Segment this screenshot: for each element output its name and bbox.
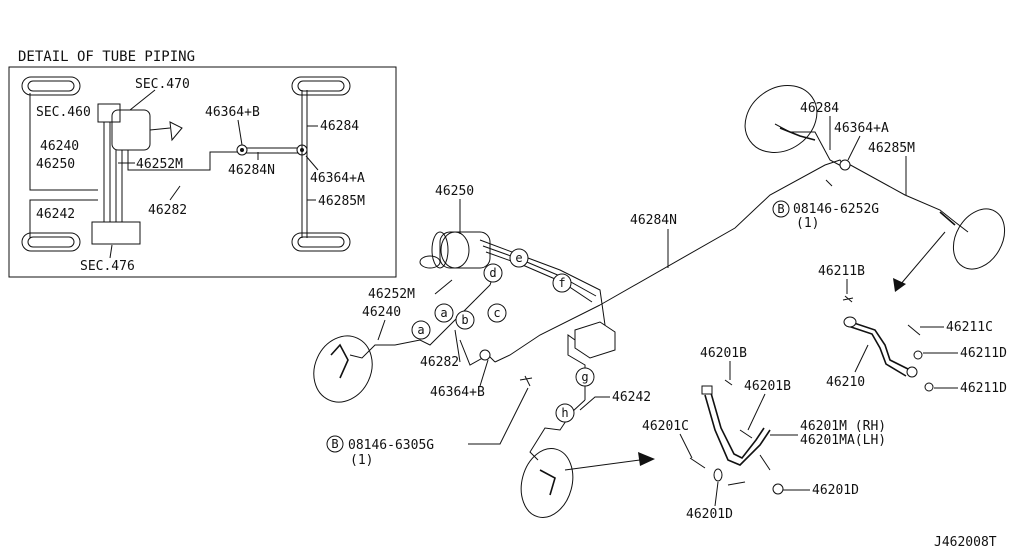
- label-46201b-1: 46201B: [700, 346, 747, 361]
- label-46211d-1: 46211D: [960, 346, 1007, 361]
- figure-code: J462008T: [934, 535, 997, 550]
- detail-frame: [8, 66, 397, 278]
- label-46201ma: 46201MA(LH): [800, 433, 886, 448]
- detail-label-46282: 46282: [148, 203, 187, 218]
- label-46252m: 46252M: [368, 287, 415, 302]
- label-46201m: 46201M (RH): [800, 419, 886, 434]
- label-46201b-2: 46201B: [744, 379, 791, 394]
- detail-label-46240: 46240: [40, 139, 79, 154]
- detail-wheel-icons: [21, 76, 351, 252]
- label-46364a: 46364+A: [834, 121, 889, 136]
- label-08146-6305g: 08146-6305G: [348, 438, 434, 453]
- label-46284n: 46284N: [630, 213, 677, 228]
- bolt-marker-1-label: B: [777, 202, 784, 216]
- label-46210: 46210: [826, 375, 865, 390]
- callout-circles: a b c d e f g h a: [411, 248, 595, 423]
- label-46201c: 46201C: [642, 419, 689, 434]
- detail-label-46252m: 46252M: [136, 157, 183, 172]
- rear-hose-46210: [842, 295, 934, 392]
- label-46284: 46284: [800, 101, 839, 116]
- callout-d: [483, 263, 503, 283]
- label-46282: 46282: [420, 355, 459, 370]
- detail-label-46364b: 46364+B: [205, 105, 260, 120]
- label-08146-6252g: 08146-6252G: [793, 202, 879, 217]
- label-08146-6252g-qty: (1): [796, 216, 819, 231]
- detail-title: DETAIL OF TUBE PIPING: [18, 49, 195, 65]
- detail-label-46284: 46284: [320, 119, 359, 134]
- label-46250: 46250: [435, 184, 474, 199]
- detail-label-46242: 46242: [36, 207, 75, 222]
- detail-label-46284n: 46284N: [228, 163, 275, 178]
- detail-label-sec470: SEC.470: [135, 77, 190, 92]
- detail-label-46250: 46250: [36, 157, 75, 172]
- direction-arrows: [564, 231, 946, 471]
- label-46285m: 46285M: [868, 141, 915, 156]
- detail-label-46285m: 46285M: [318, 194, 365, 209]
- bolt-marker-2-label: B: [331, 437, 338, 451]
- callout-c-label: c: [493, 306, 500, 320]
- label-46364b: 46364+B: [430, 385, 485, 400]
- detail-label-sec460: SEC.460: [36, 105, 91, 120]
- detail-label-sec476: SEC.476: [80, 259, 135, 274]
- label-46211c: 46211C: [946, 320, 993, 335]
- label-46240: 46240: [362, 305, 401, 320]
- callout-h: [555, 403, 575, 423]
- label-46201d-2: 46201D: [686, 507, 733, 522]
- label-46201d-1: 46201D: [812, 483, 859, 498]
- callout-d-label: d: [489, 266, 496, 280]
- main-labels: 46284 46364+A 46285M 08146-6252G (1) 462…: [348, 101, 1007, 522]
- callout-g: [575, 367, 595, 387]
- bolt-marker-1: [772, 200, 790, 218]
- wheel-discs: [313, 85, 1006, 518]
- callout-b-label: b: [461, 313, 468, 327]
- main-tubes: [330, 123, 969, 496]
- front-hose-46201m: [689, 379, 784, 495]
- label-08146-6305g-qty: (1): [350, 453, 373, 468]
- detail-label-46364a: 46364+A: [310, 171, 365, 186]
- callout-e: [509, 248, 529, 268]
- callout-h-label: h: [561, 406, 568, 420]
- label-46211d-2: 46211D: [960, 381, 1007, 396]
- callout-c: [487, 303, 507, 323]
- callout-a2-label: a: [440, 306, 447, 320]
- callout-b: [455, 310, 475, 330]
- callout-e-label: e: [515, 251, 522, 265]
- callout-g-label: g: [581, 370, 588, 384]
- callout-f: [552, 273, 572, 293]
- callout-a2: [434, 303, 454, 323]
- bolt-marker-2: [326, 435, 344, 453]
- label-46242: 46242: [612, 390, 651, 405]
- callout-a-label: a: [417, 323, 424, 337]
- label-46211b: 46211B: [818, 264, 865, 279]
- callout-a: [411, 320, 431, 340]
- callout-f-label: f: [558, 276, 565, 290]
- detail-labels: SEC.470 SEC.460 46240 46250 46252M 46242…: [36, 77, 365, 274]
